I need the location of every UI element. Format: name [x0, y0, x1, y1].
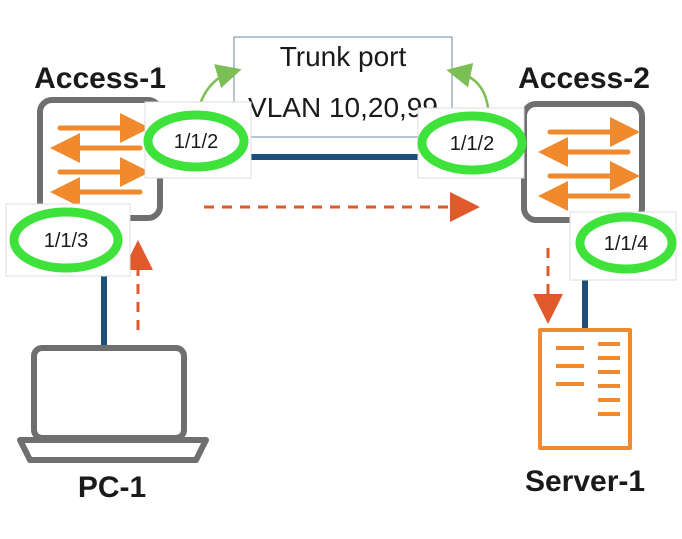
callout-arrow-right — [446, 62, 490, 109]
switch-access2: Access-2 — [518, 62, 650, 223]
device-label-access1: Access-1 — [34, 62, 166, 95]
port-access2-uplink: 1/1/2 — [417, 107, 527, 179]
device-label-server1: Server-1 — [525, 465, 645, 498]
port-highlight-ring — [575, 212, 677, 274]
port-label-access2-downlink: 1/1/4 — [604, 233, 648, 255]
port-access1-downlink: 1/1/3 — [5, 203, 131, 277]
traffic-flow — [123, 192, 563, 330]
port-highlight-ring — [417, 111, 527, 175]
links — [101, 154, 588, 348]
server-server1: Server-1 — [525, 328, 645, 498]
trunk-callout-box — [233, 36, 453, 138]
switch-arrows-icon — [50, 113, 150, 207]
device-label-access2: Access-2 — [518, 62, 650, 95]
trunk-callout-vlans: VLAN 10,20,99 — [248, 92, 438, 123]
laptop-pc1: PC-1 — [17, 345, 209, 504]
port-access1-uplink: 1/1/2 — [143, 101, 252, 179]
trunk-callout: Trunk port VLAN 10,20,99 — [194, 36, 490, 138]
port-label-access1-downlink: 1/1/3 — [44, 230, 88, 252]
device-label-pc1: PC-1 — [78, 471, 146, 504]
switch-arrows-icon — [538, 117, 640, 211]
switch-access2-body — [521, 101, 645, 223]
port-access2-downlink: 1/1/4 — [569, 211, 677, 281]
switch-access1-body — [37, 97, 163, 221]
port-label-access2-uplink: 1/1/2 — [450, 133, 494, 155]
port-label-access1-uplink: 1/1/2 — [174, 131, 218, 153]
port-highlight-ring — [9, 207, 123, 273]
server-icon — [538, 328, 632, 450]
laptop-icon — [17, 345, 209, 463]
trunk-callout-title: Trunk port — [280, 41, 407, 72]
port-highlight-ring — [143, 110, 249, 172]
